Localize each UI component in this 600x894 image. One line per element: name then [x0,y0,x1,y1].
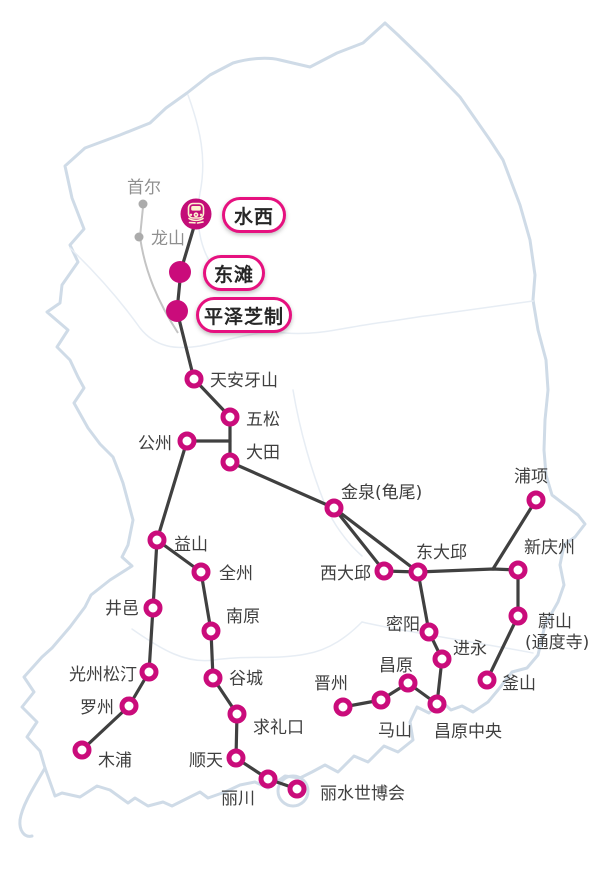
station-pill-pyeongtaek-jije[interactable]: 平泽芝制 [196,297,292,333]
station-label-ulsan[interactable]: 蔚山 [538,612,572,632]
station-dot-iksan[interactable] [147,530,167,550]
station-dot-busan[interactable] [477,670,497,690]
station-dot-jinju[interactable] [333,697,353,717]
station-dot-ulsan[interactable] [508,606,528,626]
station-label-yeosu-expo[interactable]: 丽水世博会 [320,784,405,804]
station-label-gwangju-songjeong[interactable]: 光州松汀 [69,665,137,685]
station-dot-gokseong[interactable] [203,668,223,688]
station-dot-changwon[interactable] [398,673,418,693]
station-label-daejeon[interactable]: 大田 [246,443,280,463]
rail-gongju-branch [155,439,232,542]
label-seoul: 首尔 [127,178,161,198]
station-dot-yeocheon[interactable] [258,769,278,789]
station-label-busan[interactable]: 釜山 [502,674,536,694]
rail-pohang-branch [491,498,538,571]
station-dot-miryang[interactable] [419,622,439,642]
station-dot-changwon-jungang[interactable] [427,694,447,714]
station-label-cheonan-asan[interactable]: 天安牙山 [210,371,278,391]
station-pill-pyeongtaek-jije-label: 平泽芝制 [203,305,284,328]
station-dot-jinyeong[interactable] [432,649,452,669]
station-dot-namwon[interactable] [201,621,221,641]
station-label-jinju[interactable]: 晋州 [314,674,348,694]
station-label-dongdaegu[interactable]: 东大邱 [416,543,467,563]
station-label-seodaegu[interactable]: 西大邱 [320,564,371,584]
station-dot-mokpo[interactable] [72,740,92,760]
station-pill-dongtan[interactable]: 东滩 [203,255,265,291]
station-label-pohang[interactable]: 浦项 [514,467,548,487]
station-label-gimcheon-gumi[interactable]: 金泉(龟尾) [341,483,422,503]
province-borders [69,94,534,662]
station-dot-gwangju-songjeong[interactable] [139,662,159,682]
station-dot-guryegu[interactable] [227,704,247,724]
station-dot-naju[interactable] [119,696,139,716]
station-label-suncheon[interactable]: 顺天 [189,751,223,771]
seoul-dot [138,199,148,209]
korea-coastline [18,21,587,838]
station-dot-osong[interactable] [220,407,240,427]
station-dot-daejeon[interactable] [220,452,240,472]
station-label-miryang[interactable]: 密阳 [386,615,420,635]
station-dot-singyeongju[interactable] [508,560,528,580]
station-dot-pohang[interactable] [526,490,546,510]
station-label-ulsan-tongdosa[interactable]: (通度寺) [525,633,589,653]
station-dot-cheonan-asan[interactable] [184,369,204,389]
station-dot-gimcheon-gumi[interactable] [324,498,344,518]
station-dot-dongtan[interactable] [169,261,191,283]
label-yongsan: 龙山 [151,229,185,249]
station-dot-masan[interactable] [371,690,391,710]
station-dot-seodaegu[interactable] [374,561,394,581]
rail-ulsan-busan [485,568,520,682]
station-label-namwon[interactable]: 南原 [226,607,260,627]
ktx-train-front-icon[interactable] [180,198,212,230]
station-dot-gongju[interactable] [177,431,197,451]
station-label-naju[interactable]: 罗州 [80,698,114,718]
rail-dongdaegu-singyeongju [416,567,520,574]
station-pill-dongtan-label: 东滩 [213,263,254,286]
station-label-osong[interactable]: 五松 [246,410,280,430]
station-dot-jeonju[interactable] [191,562,211,582]
station-label-guryegu[interactable]: 求礼口 [253,718,304,738]
station-label-changwon[interactable]: 昌原 [379,656,413,676]
station-label-jeongeup[interactable]: 井邑 [105,599,139,619]
station-label-singyeongju[interactable]: 新庆州 [524,538,575,558]
station-label-yeocheon[interactable]: 丽川 [221,789,255,809]
rail-daejeon-dongdaegu [228,460,420,574]
station-label-iksan[interactable]: 益山 [174,535,208,555]
station-label-masan[interactable]: 马山 [378,721,412,741]
station-dot-jeongeup[interactable] [143,598,163,618]
station-label-jinyeong[interactable]: 进永 [453,639,487,659]
station-label-mokpo[interactable]: 木浦 [98,751,132,771]
station-pill-suseo[interactable]: 水西 [222,197,286,233]
station-label-gokseong[interactable]: 谷城 [229,669,263,689]
rail-honam-line [80,538,159,752]
station-label-gongju[interactable]: 公州 [138,434,172,454]
station-dot-yeosu-expo[interactable] [287,779,307,799]
station-dot-suncheon[interactable] [226,748,246,768]
station-label-changwon-jungang[interactable]: 昌原中央 [434,722,502,742]
station-label-jeonju[interactable]: 全州 [219,564,253,584]
yongsan-dot [134,232,144,242]
station-dot-dongdaegu[interactable] [408,562,428,582]
reference-dots [134,199,148,242]
station-dot-pyeongtaek-jije[interactable] [166,300,188,322]
station-pill-suseo-label: 水西 [233,205,274,228]
train-glyph [187,202,205,224]
